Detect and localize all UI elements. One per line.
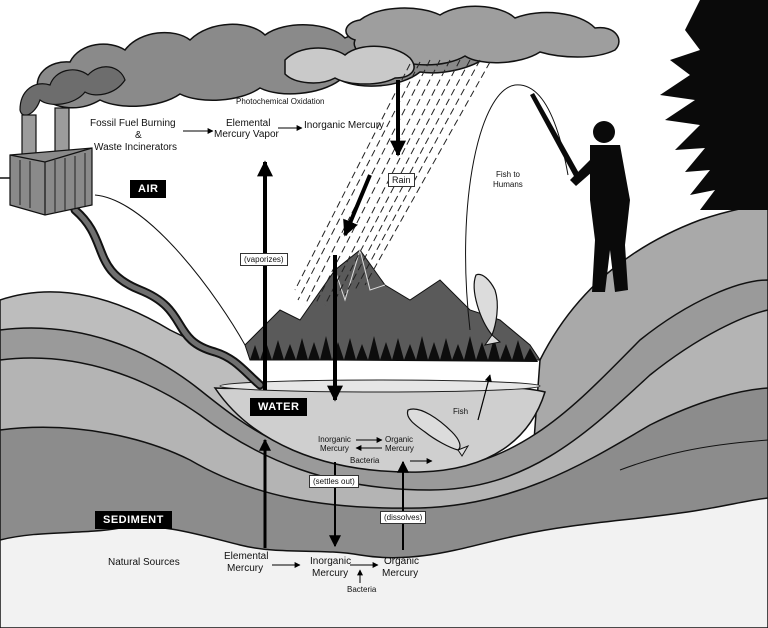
fish-to-humans-label-1: Fish to	[496, 170, 521, 179]
fish-label: Fish	[453, 407, 469, 416]
smoke	[19, 66, 126, 116]
fisherman-icon	[530, 93, 630, 292]
zone-water: WATER	[250, 398, 308, 416]
inorganic-air-label: Inorganic Mercury	[304, 120, 385, 131]
lake-surface	[219, 379, 541, 393]
settles-out-label: (settles out)	[309, 475, 359, 488]
elemental-vapor-label-1: Elemental	[226, 118, 271, 129]
water-organic-label-1: Organic	[385, 435, 414, 444]
water-inorganic-label-1: Inorganic	[318, 435, 351, 444]
photochemical-label: Photochemical Oxidation	[236, 97, 325, 106]
fossil-fuel-label-1: Fossil Fuel Burning	[90, 118, 176, 129]
fossil-fuel-label-amp: &	[135, 130, 142, 141]
sed-inorganic-label-2: Mercury	[312, 568, 349, 579]
sed-organic-label-1: Organic	[384, 556, 420, 567]
fish-up-arrow	[477, 374, 492, 421]
rain-arrow-2	[343, 174, 372, 237]
zone-sediment: SEDIMENT	[95, 511, 172, 529]
natural-sources-label: Natural Sources	[108, 557, 180, 568]
rain-label: Rain	[388, 173, 415, 187]
sed-elemental-label-1: Elemental	[224, 551, 269, 562]
elemental-vapor-label-2: Mercury Vapor	[214, 129, 279, 140]
bacteria-sed-label: Bacteria	[347, 585, 377, 594]
bacteria-water-label: Bacteria	[350, 456, 380, 465]
tree-line	[250, 336, 538, 362]
water-organic-label-2: Mercury	[385, 444, 414, 453]
zone-air: AIR	[130, 180, 167, 198]
sed-elemental-label-2: Mercury	[227, 563, 264, 574]
dissolves-label: (dissolves)	[380, 511, 427, 524]
sed-organic-label-2: Mercury	[382, 568, 419, 579]
factory-icon	[0, 107, 93, 216]
water-inorganic-label-2: Mercury	[320, 444, 349, 453]
sed-inorganic-label-1: Inorganic	[310, 556, 352, 567]
fishing-line	[465, 84, 569, 331]
jumping-fish-icon	[473, 273, 502, 346]
water-fish-icon	[406, 408, 470, 457]
fish-to-humans-label-2: Humans	[493, 180, 523, 189]
mountains	[244, 249, 541, 361]
fossil-fuel-label-2: Waste Incinerators	[94, 142, 177, 153]
cloud-bank	[36, 5, 620, 109]
pine-tree-icon	[660, 0, 768, 210]
vaporizes-label: (vaporizes)	[240, 253, 288, 266]
